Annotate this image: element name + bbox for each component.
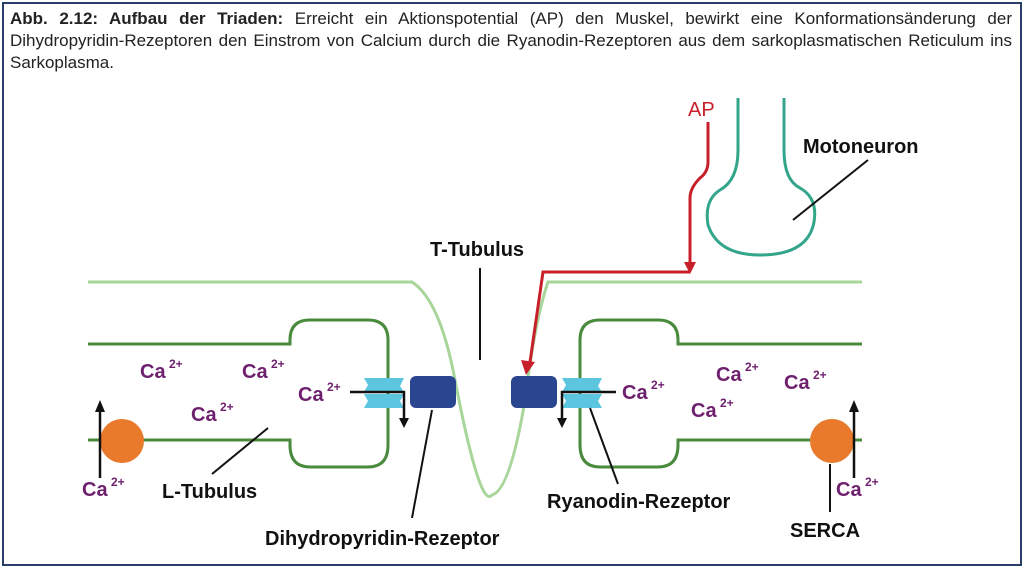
svg-text:2+: 2+: [327, 380, 341, 394]
serca-pump-left: [100, 419, 144, 463]
l-tubulus-label: L-Tubulus: [162, 481, 257, 503]
svg-text:2+: 2+: [651, 378, 665, 392]
dhp-label: Dihydropyridin-Rezeptor: [265, 528, 500, 550]
svg-text:Ca: Ca: [784, 372, 810, 394]
svg-text:2+: 2+: [220, 400, 234, 414]
dhp-receptor-right: [511, 376, 557, 408]
caption-text: Erreicht ein Aktionspotential (AP) den M…: [10, 9, 1012, 72]
leader-dhp: [411, 409, 433, 519]
svg-text:2+: 2+: [745, 360, 759, 374]
svg-text:Ca: Ca: [691, 400, 717, 422]
svg-text:Ca: Ca: [622, 382, 648, 404]
svg-text:2+: 2+: [813, 368, 827, 382]
svg-text:Ca: Ca: [82, 479, 108, 501]
leader-motoneuron: [792, 159, 869, 221]
svg-text:Ca: Ca: [140, 361, 166, 383]
svg-text:2+: 2+: [271, 357, 285, 371]
serca-arrowhead-left: [95, 400, 105, 412]
svg-text:Ca: Ca: [836, 479, 862, 501]
leader-ryanodin: [589, 407, 619, 485]
motoneuron-outline: [705, 98, 817, 257]
leader-l-tubulus: [211, 427, 269, 475]
serca-arrowhead-right: [849, 400, 859, 412]
svg-text:2+: 2+: [111, 475, 125, 489]
serca-pump-right: [810, 419, 854, 463]
ca-release-arrowhead-right: [557, 418, 567, 428]
ryanodin-receptor-left: [364, 378, 404, 408]
ca-release-arrow-right: [560, 390, 616, 420]
motoneuron-label: Motoneuron: [803, 136, 919, 158]
caption-label: Abb. 2.12: Aufbau der Triaden:: [10, 9, 284, 28]
figure-caption: Abb. 2.12: Aufbau der Triaden: Erreicht …: [10, 8, 1012, 74]
sarcolemma-membrane: [88, 280, 862, 498]
svg-text:Ca: Ca: [242, 361, 268, 383]
svg-text:Ca: Ca: [191, 404, 217, 426]
ap-label: AP: [688, 99, 715, 121]
svg-text:2+: 2+: [865, 475, 879, 489]
ap-arrow-path: [688, 122, 710, 262]
serca-label: SERCA: [790, 520, 860, 542]
ap-arrow-to-receptor: [528, 270, 690, 363]
svg-text:Ca: Ca: [298, 384, 324, 406]
svg-text:2+: 2+: [720, 396, 734, 410]
ryanodin-label: Ryanodin-Rezeptor: [547, 491, 731, 513]
ap-arrow-head-receptor: [521, 360, 535, 375]
ryanodin-receptor-right: [562, 378, 602, 408]
t-tubulus-label: T-Tubulus: [430, 239, 524, 261]
dhp-receptor-left: [410, 376, 456, 408]
svg-text:2+: 2+: [169, 357, 183, 371]
svg-text:Ca: Ca: [716, 364, 742, 386]
ca-release-arrowhead-left: [399, 418, 409, 428]
ap-arrow-head-down: [684, 262, 696, 274]
ca-release-arrow-left: [350, 390, 406, 420]
